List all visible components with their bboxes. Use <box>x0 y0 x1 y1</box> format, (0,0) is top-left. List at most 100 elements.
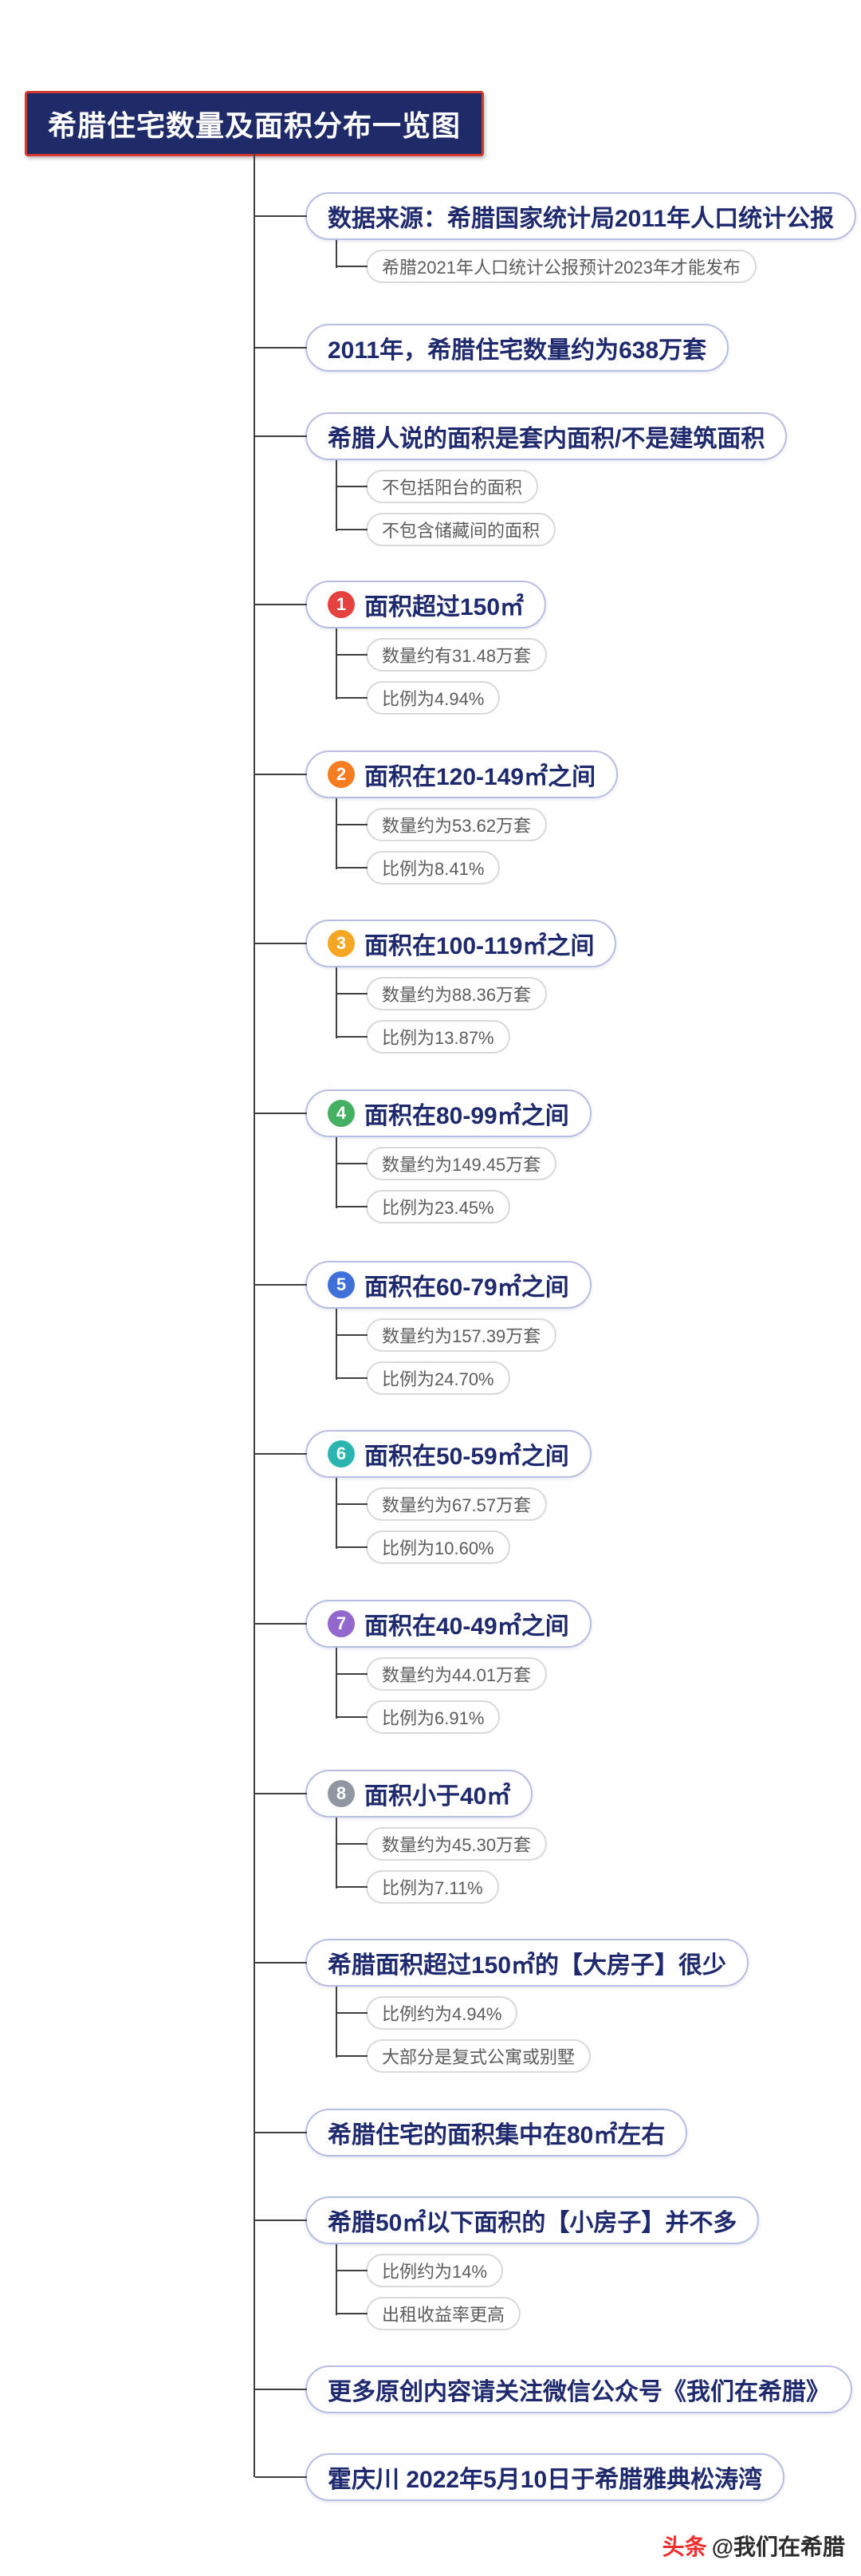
mindmap-branch: 希腊50㎡以下面积的【小房子】并不多 比例约为14% 出租收益率更高 <box>254 2196 760 2330</box>
mindmap-branch: 霍庆川 2022年5月10日于希腊雅典松涛湾 <box>254 2453 785 2501</box>
title-text: 希腊住宅数量及面积分布一览图 <box>48 109 462 142</box>
child-node: 比例为6.91% <box>336 1700 501 1734</box>
watermark: 头条 @我们在希腊 <box>662 2530 845 2562</box>
child-label: 不包含储藏间的面积 <box>382 521 541 541</box>
node-label: 希腊人说的面积是套内面积/不是建筑面积 <box>328 426 765 452</box>
node-label: 2011年，希腊住宅数量约为638万套 <box>328 337 707 364</box>
child-label: 出租收益率更高 <box>382 2305 505 2325</box>
child-node: 比例为13.87% <box>337 1020 510 1054</box>
mindmap-branch: 3 面积在100-119㎡之间 数量约为88.36万套 比例为13.87% <box>254 920 617 1054</box>
child-label: 比例为6.91% <box>382 1708 485 1728</box>
child-node: 数量约为149.45万套 <box>336 1147 557 1180</box>
child-node: 希腊2021年人口统计公报预计2023年才能发布 <box>337 250 757 283</box>
children-group: 数量约为157.39万套 比例为24.70% <box>336 1309 592 1395</box>
child-node: 不包括阳台的面积 <box>336 470 539 503</box>
child-label: 比例约为4.94% <box>382 2004 502 2024</box>
child-label: 数量约为67.57万套 <box>382 1495 532 1515</box>
mindmap-node: 6 面积在50-59㎡之间 <box>255 1430 592 1478</box>
mindmap-branch: 1 面积超过150㎡ 数量约有31.48万套 比例为4.94% <box>254 581 548 715</box>
number-badge: 5 <box>328 1271 355 1298</box>
child-label: 数量约有31.48万套 <box>382 646 532 666</box>
children-group: 比例约为14% 出租收益率更高 <box>335 2244 759 2330</box>
children-group: 数量约为44.01万套 比例为6.91% <box>336 1648 592 1734</box>
mindmap-node: 1 面积超过150㎡ <box>254 581 547 628</box>
node-label: 数据来源：希腊国家统计局2011年人口统计公报 <box>328 206 835 232</box>
child-node: 比例为8.41% <box>336 851 501 884</box>
child-node: 数量约为53.62万套 <box>336 808 548 841</box>
child-node: 比例为4.94% <box>336 681 501 715</box>
child-label: 比例为24.70% <box>382 1369 494 1389</box>
child-label: 比例约为14% <box>382 2262 488 2282</box>
children-group: 数量约为53.62万套 比例为8.41% <box>335 798 618 884</box>
child-label: 不包括阳台的面积 <box>382 478 523 498</box>
child-node: 数量约为88.36万套 <box>336 977 548 1010</box>
mindmap-branch: 7 面积在40-49㎡之间 数量约为44.01万套 比例为6.91% <box>255 1600 592 1734</box>
child-node: 数量约为45.30万套 <box>336 1827 548 1861</box>
node-label: 面积超过150㎡ <box>364 594 525 620</box>
child-node: 数量约为44.01万套 <box>336 1657 548 1691</box>
child-label: 比例为10.60% <box>382 1538 494 1558</box>
watermark-handle: @我们在希腊 <box>711 2535 845 2559</box>
child-node: 数量约为157.39万套 <box>336 1318 557 1352</box>
mindmap-branch: 6 面积在50-59㎡之间 数量约为67.57万套 比例为10.60% <box>255 1430 592 1564</box>
child-node: 比例约为14% <box>336 2254 504 2287</box>
node-label: 面积在40-49㎡之间 <box>364 1613 569 1640</box>
node-label: 面积在100-119㎡之间 <box>364 933 595 959</box>
node-label: 希腊面积超过150㎡的【大房子】很少 <box>328 1952 727 1979</box>
child-node: 出租收益率更高 <box>336 2297 521 2330</box>
mindmap-node: 7 面积在40-49㎡之间 <box>255 1600 592 1648</box>
number-badge: 1 <box>328 591 355 618</box>
child-node: 比例为10.60% <box>337 1530 510 1564</box>
child-label: 比例为8.41% <box>382 859 485 879</box>
children-group: 比例约为4.94% 大部分是复式公寓或别墅 <box>335 1987 749 2073</box>
mindmap-branch: 更多原创内容请关注微信公众号《我们在希腊》 <box>255 2365 852 2413</box>
node-label: 面积在80-99㎡之间 <box>364 1103 569 1129</box>
children-group: 数量约为88.36万套 比例为13.87% <box>335 967 616 1054</box>
child-label: 比例为23.45% <box>382 1198 494 1218</box>
child-node: 比例为24.70% <box>337 1361 510 1395</box>
child-node: 比例约为4.94% <box>336 1996 518 2030</box>
mindmap-node: 希腊50㎡以下面积的【小房子】并不多 <box>254 2196 760 2244</box>
child-node: 比例为7.11% <box>337 1870 499 1904</box>
mindmap-branch: 数据来源：希腊国家统计局2011年人口统计公报 希腊2021年人口统计公报预计2… <box>254 192 857 283</box>
mindmap-node: 8 面积小于40㎡ <box>254 1770 533 1818</box>
mindmap-node: 4 面积在80-99㎡之间 <box>255 1089 592 1137</box>
mindmap-node: 希腊面积超过150㎡的【大房子】很少 <box>254 1939 749 1987</box>
node-label: 更多原创内容请关注微信公众号《我们在希腊》 <box>328 2379 830 2405</box>
children-group: 数量约为149.45万套 比例为23.45% <box>336 1137 592 1223</box>
mindmap-branch: 2 面积在120-149㎡之间 数量约为53.62万套 比例为8.41% <box>254 750 619 884</box>
children-group: 不包括阳台的面积 不包含储藏间的面积 <box>335 460 787 546</box>
child-label: 数量约为157.39万套 <box>382 1326 541 1346</box>
mindmap-node: 2011年，希腊住宅数量约为638万套 <box>254 324 729 372</box>
node-label: 希腊50㎡以下面积的【小房子】并不多 <box>328 2210 737 2236</box>
node-label: 希腊住宅的面积集中在80㎡左右 <box>328 2122 666 2149</box>
mindmap-branch: 5 面积在60-79㎡之间 数量约为157.39万套 比例为24.70% <box>255 1261 592 1395</box>
child-label: 数量约为53.62万套 <box>382 816 532 836</box>
child-label: 大部分是复式公寓或别墅 <box>382 2047 576 2067</box>
mindmap-node: 3 面积在100-119㎡之间 <box>254 920 617 967</box>
node-label: 面积在50-59㎡之间 <box>364 1444 569 1470</box>
mindmap-title: 希腊住宅数量及面积分布一览图 <box>25 91 485 156</box>
child-label: 数量约为88.36万套 <box>382 985 532 1005</box>
child-node: 数量约为67.57万套 <box>336 1487 548 1521</box>
mindmap-branch: 8 面积小于40㎡ 数量约为45.30万套 比例为7.11% <box>254 1770 548 1904</box>
child-label: 比例为4.94% <box>382 689 485 709</box>
mindmap-branch: 希腊面积超过150㎡的【大房子】很少 比例约为4.94% 大部分是复式公寓或别墅 <box>254 1939 749 2073</box>
children-group: 数量约为45.30万套 比例为7.11% <box>335 1818 548 1904</box>
number-badge: 4 <box>328 1100 355 1127</box>
child-node: 大部分是复式公寓或别墅 <box>336 2039 592 2073</box>
toutiao-logo: 头条 <box>662 2535 707 2559</box>
child-label: 数量约为44.01万套 <box>382 1665 532 1685</box>
child-label: 比例为13.87% <box>382 1028 494 1048</box>
mindmap-node: 5 面积在60-79㎡之间 <box>255 1261 592 1309</box>
child-label: 数量约为149.45万套 <box>382 1155 541 1175</box>
mindmap-node: 希腊住宅的面积集中在80㎡左右 <box>254 2109 688 2157</box>
child-label: 数量约为45.30万套 <box>382 1835 532 1855</box>
mindmap-branch: 希腊人说的面积是套内面积/不是建筑面积 不包括阳台的面积 不包含储藏间的面积 <box>254 412 788 546</box>
child-node: 数量约有31.48万套 <box>336 638 548 672</box>
node-label: 面积在120-149㎡之间 <box>364 764 596 790</box>
number-badge: 3 <box>328 930 355 957</box>
children-group: 数量约为67.57万套 比例为10.60% <box>336 1478 592 1564</box>
children-group: 数量约有31.48万套 比例为4.94% <box>335 628 548 715</box>
